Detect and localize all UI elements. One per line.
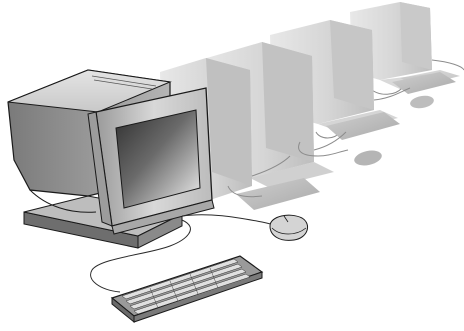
keyboard-icon <box>110 255 264 324</box>
mouse-icon <box>269 214 309 241</box>
crt-monitor-icon <box>7 69 215 249</box>
